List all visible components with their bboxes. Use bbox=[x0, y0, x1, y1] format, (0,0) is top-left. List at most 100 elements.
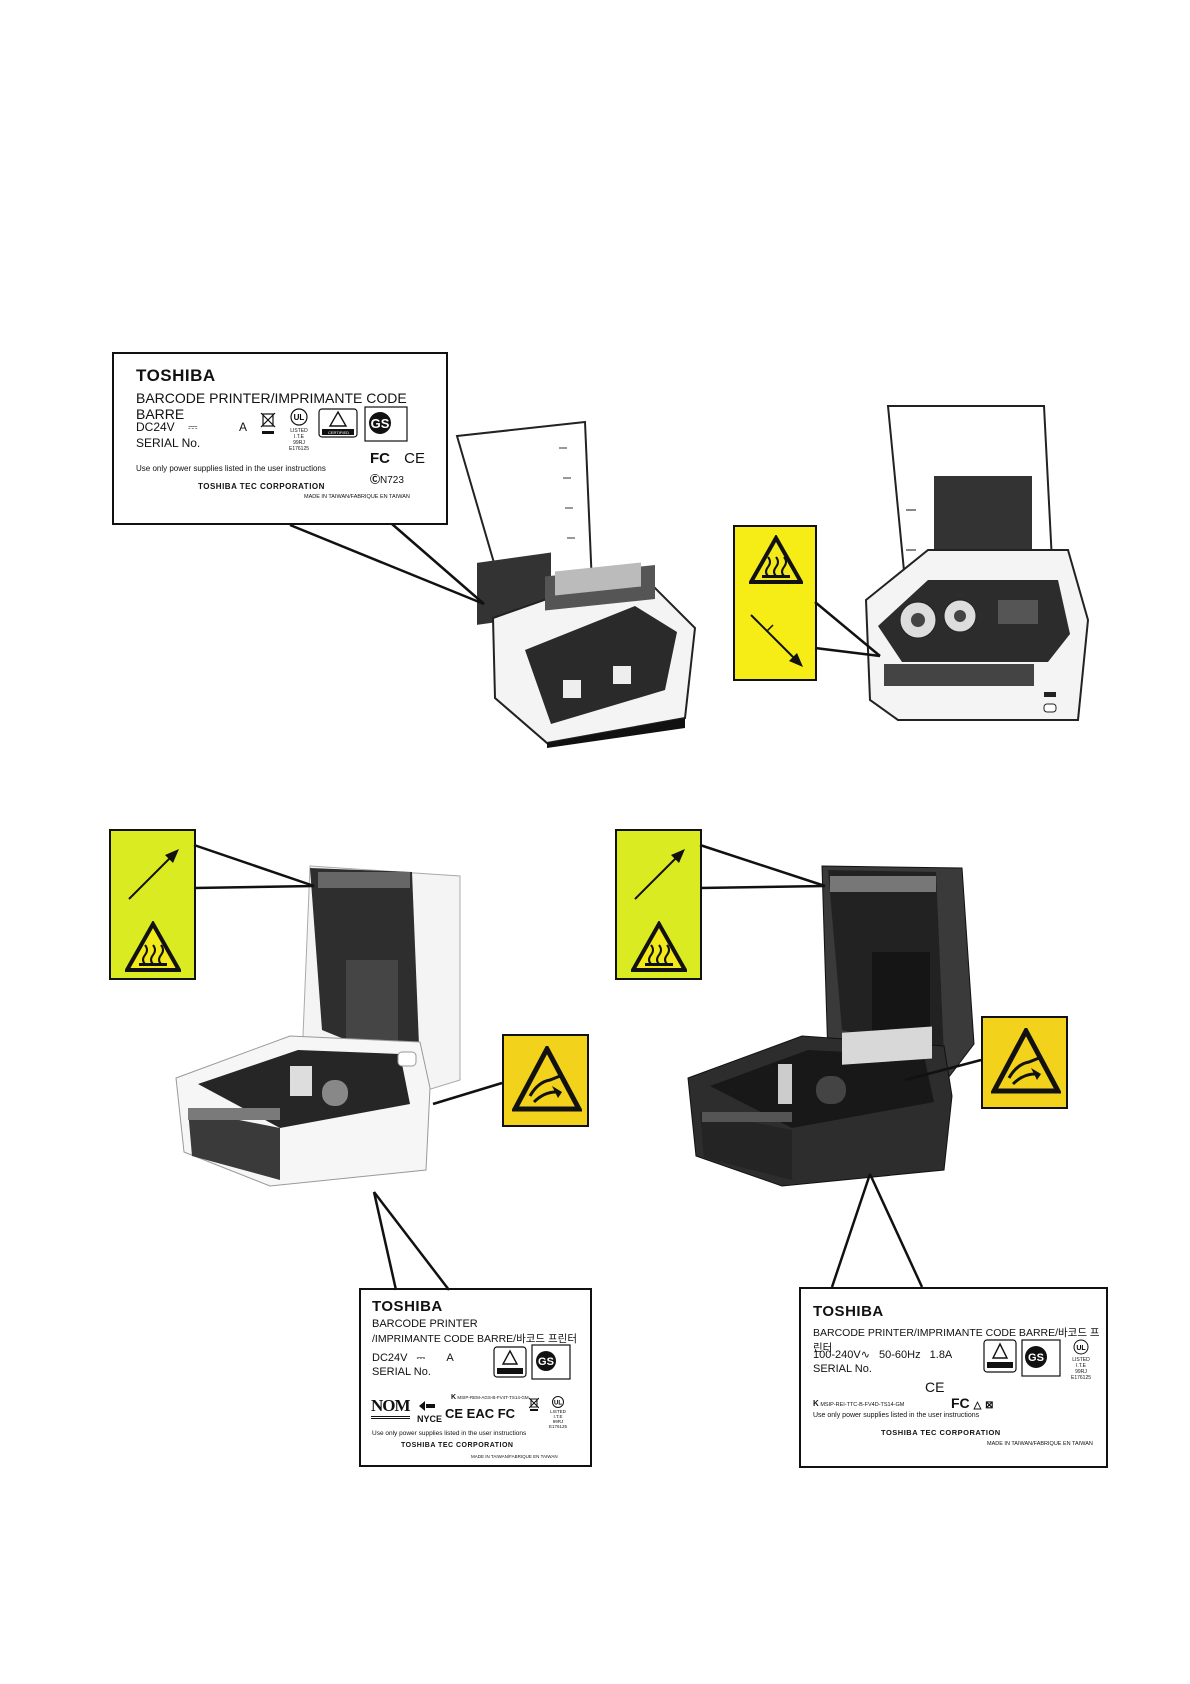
tuv-certified-icon bbox=[983, 1339, 1017, 1378]
product-name: BARCODE PRINTER/IMPRIMANTE CODE BARRE bbox=[136, 390, 407, 422]
brand-name: TOSHIBA bbox=[813, 1303, 884, 1320]
ul-listed-text: LISTED bbox=[290, 428, 308, 434]
brand-name: TOSHIBA bbox=[136, 366, 216, 385]
power-rating: DC24V ⎓ A bbox=[136, 420, 247, 435]
product-name: BARCODE PRINTER/IMPRIMANTE CODE BARRE/바코… bbox=[813, 1327, 1100, 1354]
ul-ite-text: I.T.E bbox=[553, 1414, 563, 1419]
product-name-line2: /IMPRIMANTE CODE BARRE/바코드 프린터 bbox=[372, 1333, 577, 1345]
rating-label-top: TOSHIBA BARCODE PRINTER/IMPRIMANTE CODE … bbox=[112, 352, 448, 525]
nyce-text: NYCE bbox=[417, 1414, 443, 1424]
svg-text:UL: UL bbox=[1076, 1345, 1086, 1352]
serial-number: SERIAL No. bbox=[136, 436, 201, 450]
fcc-text: FC bbox=[370, 450, 390, 467]
serial-number: SERIAL No. bbox=[813, 1363, 872, 1375]
ul-ite-text: I.T.E bbox=[1075, 1363, 1086, 1369]
kc-code-text: MSIP-REM-AGS-B-FV4T-TS14-GM bbox=[457, 1395, 529, 1400]
ampere: A bbox=[446, 1352, 454, 1364]
ul-file-text: E176125 bbox=[1070, 1375, 1092, 1381]
serial-number: SERIAL No. bbox=[372, 1366, 431, 1378]
frequency: 50-60Hz bbox=[879, 1349, 921, 1361]
made-in: MADE IN TAIWAN/FABRIQUE EN TAIWAN bbox=[987, 1441, 1093, 1447]
weee-bin-icon bbox=[528, 1396, 540, 1417]
nom-mark: NOM bbox=[371, 1396, 411, 1419]
gs-text: GS bbox=[371, 416, 390, 431]
ac-symbol: ∿ bbox=[860, 1349, 870, 1361]
corporation-name: TOSHIBA TEC CORPORATION bbox=[198, 482, 325, 491]
made-in: MADE IN TAIWAN/FABRIQUE EN TAIWAN bbox=[304, 494, 410, 500]
voltage: 100-240V bbox=[813, 1349, 861, 1361]
brand-name: TOSHIBA bbox=[372, 1298, 443, 1315]
ampere: 1.8A bbox=[929, 1349, 953, 1361]
ul-listed-icon: UL LISTED I.T.E 99RJ E176125 bbox=[281, 408, 317, 452]
rating-label-bottom-right: TOSHIBA BARCODE PRINTER/IMPRIMANTE CODE … bbox=[799, 1287, 1108, 1468]
ul-listed-text: LISTED bbox=[550, 1409, 566, 1414]
power-rating: 100-240V∿ 50-60Hz 1.8A bbox=[813, 1348, 952, 1361]
warning-label-finger-pinch-right bbox=[981, 1016, 1068, 1109]
ul-ite-text: I.T.E bbox=[293, 434, 304, 440]
ul-code-text: 99RJ bbox=[1075, 1369, 1087, 1375]
ul-code-text: 99RJ bbox=[293, 440, 305, 446]
cutter-arrow-icon bbox=[627, 843, 691, 910]
tuv-certified-icon: CERTIFIED bbox=[318, 408, 358, 443]
nyce-mark: NYCE bbox=[417, 1400, 442, 1424]
power-note: Use only power supplies listed in the us… bbox=[136, 464, 326, 473]
tuv-text: CERTIFIED bbox=[328, 430, 350, 435]
rcm-mark: ⒸN723 bbox=[370, 471, 404, 486]
gs-mark-icon: GS bbox=[1021, 1339, 1061, 1382]
c-tick-icon: Ⓒ bbox=[370, 475, 380, 486]
cutter-arrow-icon bbox=[121, 843, 185, 910]
ul-code-text: 99RJ bbox=[552, 1419, 564, 1424]
hot-surface-icon bbox=[123, 919, 183, 978]
warning-label-cutter-hot-left bbox=[109, 829, 196, 980]
weee-bin-icon: ⊠ bbox=[985, 1400, 994, 1411]
ul-file-text: E176125 bbox=[548, 1424, 568, 1429]
rating-label-bottom-left: TOSHIBA BARCODE PRINTER /IMPRIMANTE CODE… bbox=[359, 1288, 592, 1467]
hot-surface-icon bbox=[747, 533, 805, 590]
svg-text:GS: GS bbox=[1028, 1352, 1044, 1364]
ul-file-text: E176125 bbox=[288, 446, 310, 452]
ce-text: CE bbox=[404, 450, 426, 467]
svg-text:UL: UL bbox=[294, 413, 305, 422]
power-rating: DC24V ⎓ A bbox=[372, 1352, 454, 1365]
finger-pinch-icon bbox=[510, 1043, 584, 1119]
power-note: Use only power supplies listed in the us… bbox=[813, 1412, 980, 1419]
ul-listed-icon: UL LISTED I.T.E 99RJ E176125 bbox=[1063, 1339, 1099, 1381]
voltage: DC24V bbox=[136, 420, 175, 434]
cutter-arrow-icon bbox=[745, 609, 809, 678]
svg-text:GS: GS bbox=[538, 1356, 554, 1368]
kc-code-text: MSIP-REI-TTC-B-FV4D-TS14-GM bbox=[820, 1402, 905, 1408]
n-code: N723 bbox=[380, 475, 404, 486]
warning-label-hot-surface-cutter bbox=[733, 525, 817, 681]
hot-surface-icon bbox=[629, 919, 689, 978]
rcm-icon: △ bbox=[973, 1400, 982, 1411]
ul-listed-text: LISTED bbox=[1072, 1357, 1090, 1363]
compliance-marks: CE EAC FC bbox=[445, 1406, 516, 1421]
ampere: A bbox=[238, 420, 247, 434]
power-note: Use only power supplies listed in the us… bbox=[372, 1430, 527, 1437]
corporation-name: TOSHIBA TEC CORPORATION bbox=[881, 1428, 1001, 1437]
nom-text: NOM bbox=[371, 1396, 411, 1419]
ce-mark: CE bbox=[925, 1379, 945, 1395]
tuv-certified-icon bbox=[493, 1346, 527, 1383]
kc-icon: K bbox=[813, 1399, 819, 1408]
fcc-mark: FC △ ⊠ bbox=[951, 1395, 994, 1411]
gs-mark-icon: GS bbox=[364, 406, 408, 447]
kc-code: K MSIP-REM-AGS-B-FV4T-TS14-GM bbox=[451, 1394, 529, 1401]
weee-bin-icon bbox=[260, 410, 276, 441]
made-in: MADE IN TAIWAN/FABRIQUE EN TAIWAN bbox=[471, 1454, 558, 1459]
printer-photo-bottom-left bbox=[170, 860, 470, 1190]
gs-mark-icon: GS bbox=[531, 1344, 571, 1385]
printer-photo-bottom-right bbox=[682, 860, 982, 1190]
kc-code: K MSIP-REI-TTC-B-FV4D-TS14-GM bbox=[813, 1399, 904, 1408]
dc-symbol: ⎓ bbox=[188, 420, 198, 434]
corporation-name: TOSHIBA TEC CORPORATION bbox=[401, 1442, 514, 1449]
fcc-mark: FC CE bbox=[370, 450, 425, 467]
svg-text:UL: UL bbox=[554, 1401, 562, 1407]
finger-pinch-icon bbox=[989, 1025, 1063, 1101]
warning-label-cutter-hot-right bbox=[615, 829, 702, 980]
voltage: DC24V bbox=[372, 1352, 408, 1364]
printer-illustration-top-right bbox=[848, 400, 1098, 736]
ul-listed-icon: UL LISTED I.T.E 99RJ E176125 bbox=[543, 1396, 573, 1429]
warning-label-finger-pinch-left bbox=[502, 1034, 589, 1127]
printer-illustration-top-left bbox=[455, 418, 710, 748]
